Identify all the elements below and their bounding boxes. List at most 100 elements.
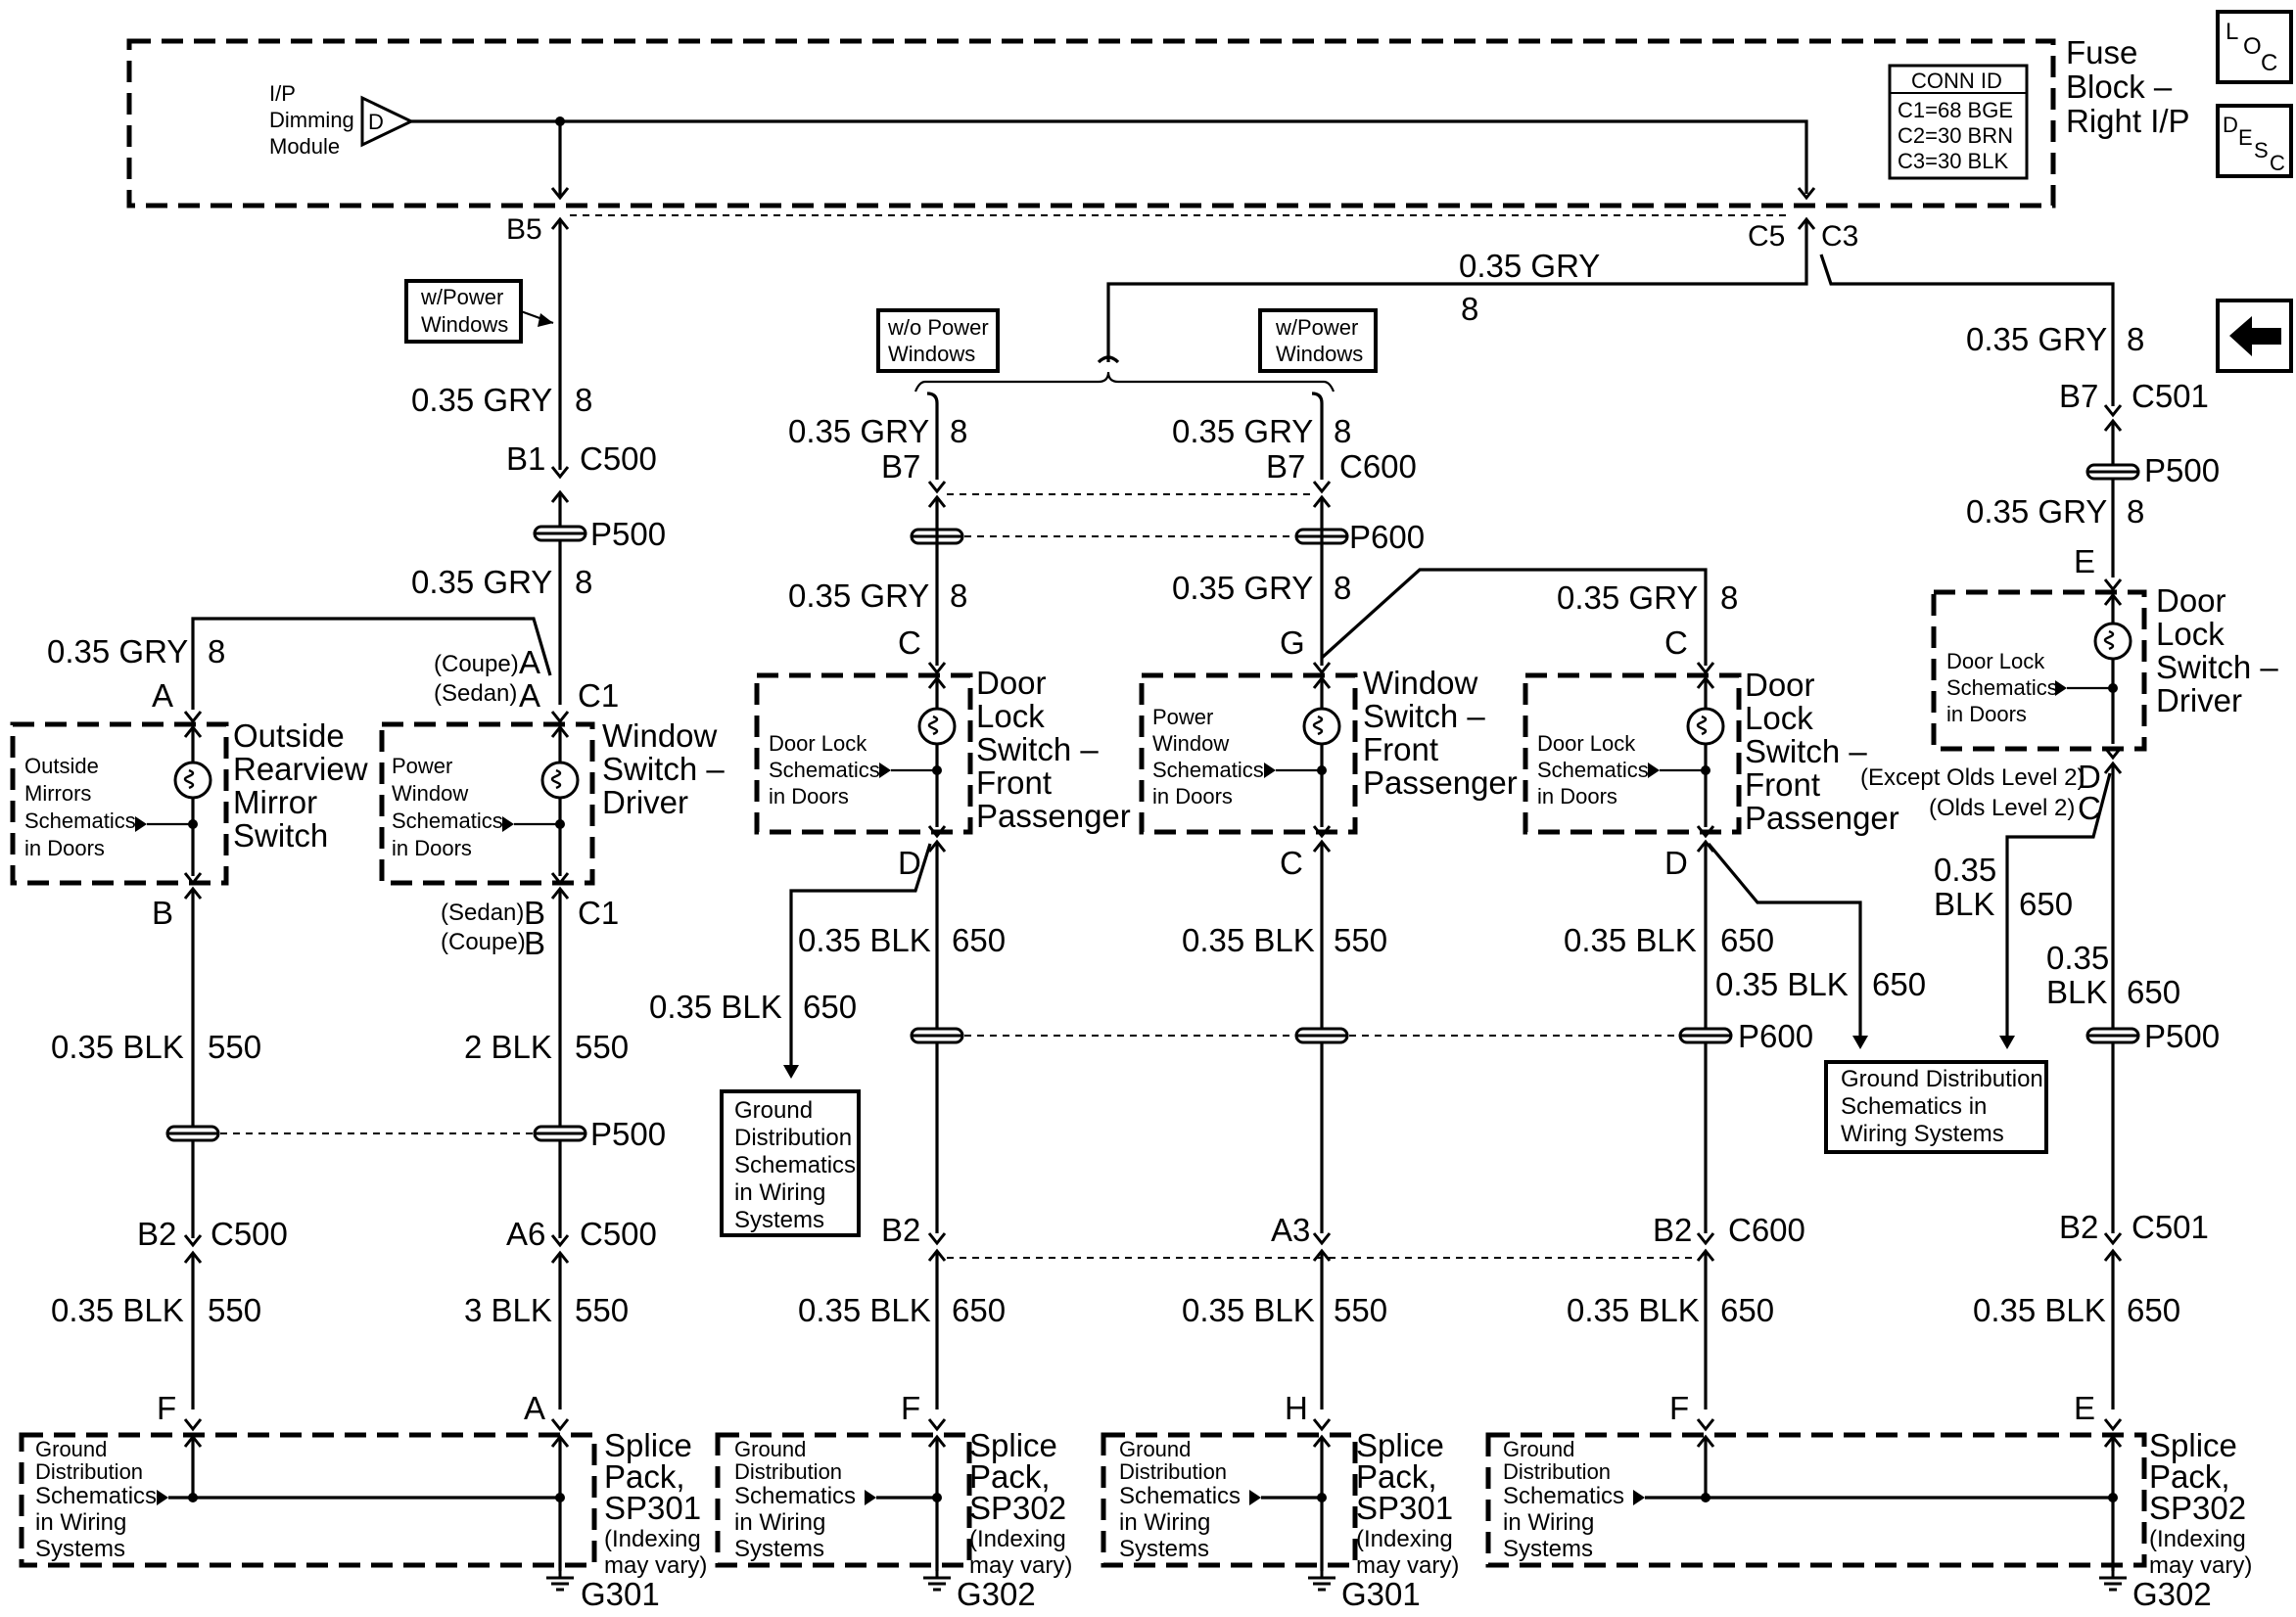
fuse-block-label-1: Fuse [2066,34,2137,70]
label-conns-p500: P500 [2144,1018,2220,1054]
label-variants-olds: (Olds Level 2) [1929,795,2075,821]
label-inner-door-lock-2: in Doors [1946,702,2027,726]
pin-c3: C3 [1821,220,1858,253]
ground-g302-a: G302 [957,1576,1036,1612]
label-inner-power-window-3: in Doors [1152,784,1233,808]
label-ground-ref-4: Systems [35,1536,125,1562]
label-inner-door-lock-0: Door Lock [769,731,867,756]
label-inner-door-lock-1: Schematics [1946,675,2058,700]
label-circ8: 8 [208,633,225,670]
label-pinlbl-D: D [898,845,921,881]
label-conns-c500: C500 [211,1216,288,1252]
label-w3blk: 3 BLK [464,1292,552,1328]
label-pinlbl-B2: B2 [137,1216,176,1252]
label-circ8: 8 [575,382,592,418]
label-opt-wpw2-1: Windows [1276,342,1363,366]
label-pinlbl-A: A [519,677,540,714]
label-wire-blk: 0.35 BLK [798,1292,931,1328]
label-conns-c500: C500 [580,1216,657,1252]
label-ground-ref-2: Schematics [734,1152,856,1178]
label-components-doorlock-fp-1: Lock [1745,700,1813,736]
label-wire-blk: 0.35 BLK [1567,1292,1700,1328]
label-pinlbl-B2: B2 [881,1212,920,1248]
option-wo-power-windows: w/o Power Windows [876,308,1000,373]
pin-b5: B5 [506,213,542,246]
label-c550: 550 [1334,1292,1387,1328]
label-conns-c600: C600 [1728,1212,1805,1248]
label-conns-p500: P500 [2144,452,2220,488]
label-pinlbl-G: G [1280,624,1305,661]
label-circ8: 8 [1461,291,1478,327]
label-conns-p500: P500 [590,1116,666,1152]
label-wblk: BLK [2046,974,2107,1010]
splice-pack-sp302-b: Ground Distribution Schematics in Wiring… [1485,1417,2252,1612]
label-ground-ref-0: Ground [35,1437,107,1461]
back-arrow-icon[interactable] [2216,299,2293,373]
label-inner-door-lock-2: in Doors [1537,784,1617,808]
label-pinlbl-A: A [152,677,173,714]
label-w035: 0.35 [1934,852,1996,888]
svg-text:C: C [2261,50,2277,76]
label-ground-ref-4: Systems [734,1536,824,1562]
label-components-doorlock-driver-0: Door [2156,582,2226,619]
svg-text:S: S [2254,138,2269,162]
label-components-window-fp-2: Front [1363,731,1438,767]
ground-g301-b: G301 [1341,1576,1421,1612]
label-pinlbl-E: E [2074,543,2095,579]
label-ground-ref2-0: Ground Distribution [1841,1066,2043,1092]
module-label-1: I/P [269,81,296,106]
label-conns-p600: P600 [1349,519,1425,555]
label-pinlbl-B7: B7 [1266,448,1305,485]
label-inner-door-lock-1: Schematics [769,758,880,782]
label-wire-gry: 0.35 GRY [1966,493,2107,530]
ground-distribution-ref-a: Ground Distribution Schematics in Wiring… [720,1089,861,1237]
label-splice-sp302-2: SP302 [969,1490,1066,1526]
label-pinlbl-A: A [524,1390,545,1426]
module-label-3: Module [269,134,340,159]
label-pinlbl-A6: A6 [506,1216,545,1252]
option-w-power-windows-left: w/Power Windows [404,279,523,344]
svg-text:L: L [2226,19,2238,45]
label-opt-wpw-0: w/Power [420,285,503,309]
label-splice-idx-1: may vary) [1356,1552,1459,1579]
label-ground-ref-1: Distribution [35,1459,143,1484]
label-c650: 650 [1720,922,1774,958]
label-c650: 650 [952,1292,1006,1328]
label-ground-ref2-2: Wiring Systems [1841,1121,2004,1147]
label-splice-sp302-0: Splice [2149,1427,2237,1463]
conn-id-box: CONN ID C1=68 BGE C2=30 BRN C3=30 BLK [1888,64,2029,180]
label-wire-gry: 0.35 GRY [411,564,552,600]
label-opt-wpw-1: Windows [421,312,508,337]
door-lock-switch-front-passenger-b: Door Lock Schematics in Doors Door Lock … [1523,661,1899,836]
label-c550: 550 [208,1029,261,1065]
splice-pack-sp301-b: Ground Distribution Schematics in Wiring… [1101,1417,1459,1612]
conn-id-c3: C3=30 BLK [1898,149,2008,173]
svg-text:E: E [2238,125,2253,150]
conn-id-title: CONN ID [1911,69,2002,93]
door-lock-switch-driver: Door Lock Schematics in Doors Door Lock … [1931,578,2278,752]
label-pinlbl-A3: A3 [1271,1212,1310,1248]
fuse-block-label-3: Right I/P [2066,103,2190,139]
label-inner-power-window-0: Power [392,754,452,778]
label-inner-outside-mirrors-3: in Doors [24,836,105,860]
label-c650: 650 [2127,1292,2180,1328]
label-splice-sp301-1: Pack, [1356,1458,1437,1495]
label-conns-c1: C1 [578,677,619,714]
label-inner-power-window-1: Window [392,781,468,806]
label-pinlbl-F: F [901,1390,920,1426]
label-components-outside-mirror-3: Switch [233,817,328,854]
label-c650: 650 [2019,886,2073,922]
conn-id-c1: C1=68 BGE [1898,98,2013,122]
label-splice-sp302-1: Pack, [969,1458,1051,1495]
label-circ8: 8 [2127,493,2144,530]
loc-icon[interactable]: LOC [2216,10,2293,84]
svg-text:O: O [2243,33,2262,60]
label-pinlbl-B1: B1 [506,440,545,477]
label-splice-idx-0: (Indexing [969,1526,1066,1552]
label-inner-door-lock-0: Door Lock [1946,649,2045,673]
label-wire-blk: 0.35 BLK [798,922,931,958]
label-wire-gry: 0.35 GRY [411,382,552,418]
label-inner-power-window-0: Power [1152,705,1213,729]
